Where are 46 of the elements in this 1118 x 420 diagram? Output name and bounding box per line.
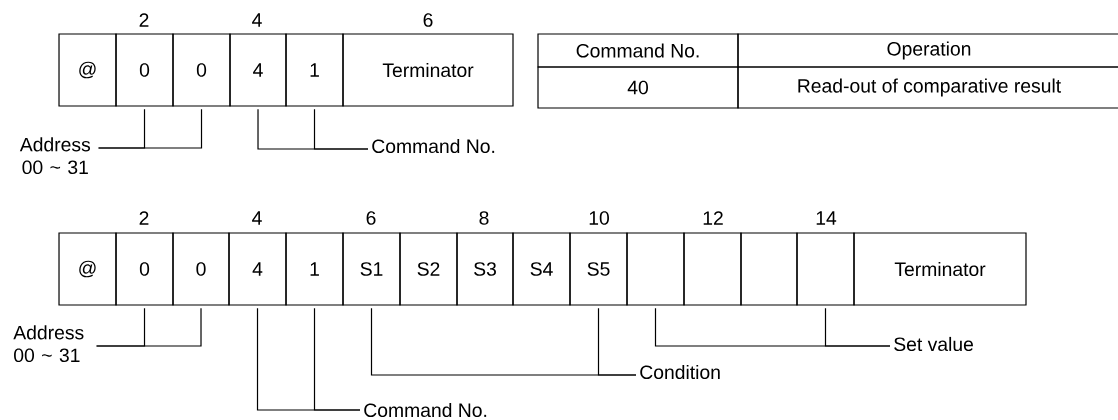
leader-line (313, 108, 369, 150)
frame-cell: S3 (456, 232, 514, 306)
column-number: 4 (252, 211, 262, 225)
leader-line (95, 307, 202, 347)
frame-cell: 0 (115, 33, 174, 107)
column-number: 2 (139, 211, 149, 225)
table-cell: Read-out of comparative result (737, 66, 1118, 109)
frame-cell: 4 (229, 33, 287, 107)
table-cell: Command No. (537, 33, 739, 68)
table-cell: 40 (537, 66, 739, 109)
leader-line (824, 307, 891, 347)
leader-line (597, 307, 637, 376)
leader-text: Command No. (372, 138, 495, 154)
frame-cell (740, 232, 798, 306)
leader-line (313, 307, 361, 411)
leader-text: Set value (894, 336, 973, 352)
table-cell: Operation (737, 33, 1118, 68)
frame-cell: 1 (285, 33, 344, 107)
frame-cell: Terminator (342, 33, 514, 107)
frame-cell (626, 232, 685, 306)
frame-cell: @ (58, 33, 117, 107)
column-number: 8 (479, 211, 489, 225)
leader-text: Address 00 ~ 31 (13, 325, 84, 363)
frame-cell: S1 (342, 232, 401, 306)
frame-cell: 0 (172, 33, 231, 107)
leader-text: Address 00 ~ 31 (19, 137, 91, 175)
column-number: 2 (139, 13, 149, 27)
frame-cell: 1 (285, 232, 344, 306)
column-number: 10 (589, 211, 609, 225)
frame-cell: S4 (512, 232, 571, 306)
frame-cell (683, 232, 742, 306)
frame-cell: 0 (172, 232, 230, 306)
column-number: 12 (703, 211, 723, 225)
column-number: 4 (252, 13, 262, 27)
frame-cell: 4 (228, 232, 287, 306)
frame-cell: Terminator (853, 232, 1027, 306)
column-number: 6 (366, 211, 376, 225)
column-number: 14 (816, 211, 837, 225)
leader-text: Condition (640, 364, 720, 380)
frame-cell (796, 232, 855, 306)
frame-cell: S5 (569, 232, 628, 306)
frame-cell: S2 (399, 232, 458, 306)
leader-line (97, 108, 203, 149)
leader-text: Command No. (364, 402, 487, 418)
frame-cell: @ (58, 232, 117, 306)
frame-cell: 0 (115, 232, 174, 306)
